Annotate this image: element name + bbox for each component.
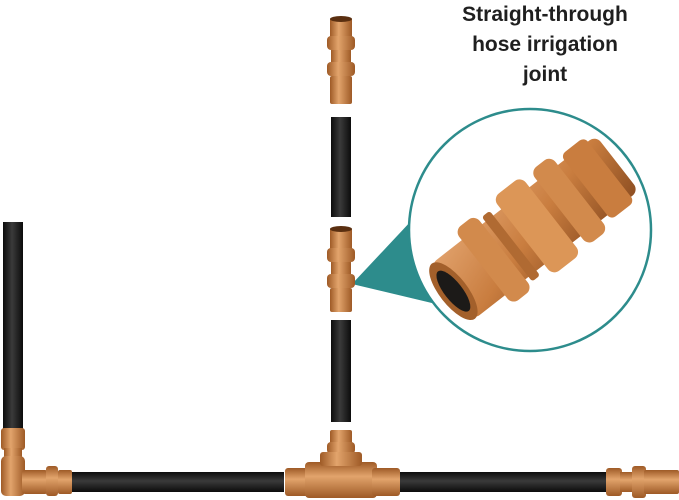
pipes (3, 117, 608, 492)
middle-straight-coupling (327, 226, 355, 312)
magnified-coupling-view (407, 107, 653, 353)
middle-vertical-pipe (331, 320, 351, 422)
right-end-coupling (606, 466, 679, 498)
tee-fitting (285, 430, 400, 498)
left-horizontal-pipe (72, 472, 284, 492)
left-vertical-pipe (3, 222, 23, 434)
caption-line-1: Straight-through (462, 3, 628, 26)
elbow-fitting (1, 428, 72, 496)
caption-line-3: joint (522, 63, 568, 86)
top-straight-coupling (327, 16, 355, 104)
right-horizontal-pipe (400, 472, 608, 492)
caption-line-2: hose irrigation (472, 33, 618, 56)
caption: Straight-through hose irrigation joint (440, 0, 650, 90)
upper-vertical-pipe (331, 117, 351, 217)
